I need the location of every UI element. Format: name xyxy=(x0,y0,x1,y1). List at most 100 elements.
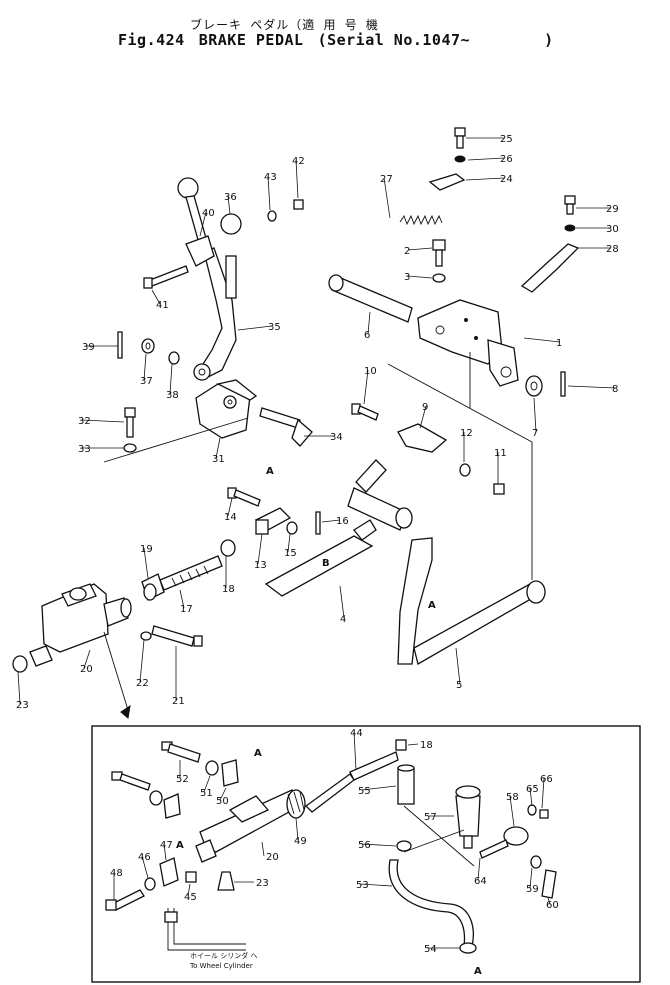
callout-22: 22 xyxy=(136,678,149,689)
callout-40: 40 xyxy=(202,208,215,219)
callout-23-detail: 23 xyxy=(256,878,269,889)
leader-line-49 xyxy=(295,817,299,841)
bolt-10 xyxy=(351,403,379,421)
bolt-41 xyxy=(143,265,189,289)
detail-bolt-64 xyxy=(479,839,509,859)
detail-bolt-left xyxy=(111,771,151,791)
callout-65: 65 xyxy=(526,784,539,795)
callout-4: 4 xyxy=(340,614,346,625)
leader-line-27 xyxy=(383,177,391,219)
callout-60: 60 xyxy=(546,900,559,911)
callout-10: 10 xyxy=(364,366,377,377)
mounting-bracket-1 xyxy=(417,299,519,387)
callout-49: 49 xyxy=(294,836,307,847)
callout-32: 32 xyxy=(78,416,91,427)
callout-64: 64 xyxy=(474,876,487,887)
callout-28: 28 xyxy=(606,244,619,255)
callout-39: 39 xyxy=(82,342,95,353)
detail-bolt-60 xyxy=(541,869,557,899)
washer-33 xyxy=(123,443,137,453)
callout-26: 26 xyxy=(500,154,513,165)
marker-a-upper: A xyxy=(266,466,274,477)
callout-59: 59 xyxy=(526,884,539,895)
leader-line-66 xyxy=(541,777,545,809)
link-28 xyxy=(520,243,580,293)
detail-clamp-54 xyxy=(459,942,477,954)
leader-line-22 xyxy=(139,639,145,683)
leader-line-14 xyxy=(227,497,233,517)
callout-45: 45 xyxy=(184,892,197,903)
callout-42: 42 xyxy=(292,156,305,167)
callout-24: 24 xyxy=(500,174,513,185)
washer-43 xyxy=(267,210,277,222)
leader-line-24 xyxy=(465,177,505,181)
leader-line-35 xyxy=(237,325,273,331)
leader-line-3 xyxy=(407,275,433,279)
callout-3: 3 xyxy=(404,272,410,283)
leader-line-7 xyxy=(533,397,537,433)
detail-hose-53 xyxy=(388,859,474,947)
detail-nut-59 xyxy=(530,855,542,869)
leader-line-9 xyxy=(419,405,427,429)
leader-line-16 xyxy=(321,519,341,523)
callout-33: 33 xyxy=(78,444,91,455)
callout-23: 23 xyxy=(16,700,29,711)
detail-reservoir-57 xyxy=(455,785,481,849)
callout-36: 36 xyxy=(224,192,237,203)
marker-a-detail-3: A xyxy=(474,966,482,977)
leader-line-20 xyxy=(83,649,91,669)
leader-line-55 xyxy=(361,785,397,791)
callout-66: 66 xyxy=(540,774,553,785)
leader-line-1 xyxy=(523,337,561,343)
callout-25: 25 xyxy=(500,134,513,145)
leader-line-36 xyxy=(227,195,231,215)
callout-50: 50 xyxy=(216,796,229,807)
callout-5: 5 xyxy=(456,680,462,691)
callout-35: 35 xyxy=(268,322,281,333)
detail-nut-66 xyxy=(539,809,549,819)
leader-line-64 xyxy=(477,857,481,881)
leader-line-26 xyxy=(467,157,505,161)
leader-line-41 xyxy=(151,289,161,305)
nut-18 xyxy=(220,539,236,557)
detail-band-58 xyxy=(503,826,529,846)
callout-19: 19 xyxy=(140,544,153,555)
detail-bracket-47 xyxy=(159,857,179,887)
master-cylinder-20 xyxy=(29,583,132,667)
leader-line-59 xyxy=(529,867,533,889)
bolt-32 xyxy=(124,407,136,438)
detail-nut-45 xyxy=(185,871,197,883)
leader-line-38 xyxy=(169,363,173,395)
figure-title: BRAKE PEDAL xyxy=(198,31,304,49)
washer-15 xyxy=(286,521,298,535)
callout-21: 21 xyxy=(172,696,185,707)
detail-rod-44 xyxy=(305,751,399,813)
callout-56: 56 xyxy=(358,840,371,851)
callout-46: 46 xyxy=(138,852,151,863)
detail-nut-18 xyxy=(395,739,407,751)
leader-line-47 xyxy=(163,843,167,861)
detail-washer-65 xyxy=(527,804,537,816)
callout-30: 30 xyxy=(606,224,619,235)
figure-number: Fig.424 xyxy=(118,31,185,49)
marker-a-pedal: A xyxy=(428,600,436,611)
leader-line-60 xyxy=(547,897,551,905)
callout-41: 41 xyxy=(156,300,169,311)
leader-line-37 xyxy=(143,353,147,381)
leader-line-13 xyxy=(257,533,263,565)
boot-19 xyxy=(141,573,165,601)
detail-bolt-52 xyxy=(161,741,201,763)
bolt-21 xyxy=(151,625,203,647)
stopper-9 xyxy=(397,423,448,453)
callout-54: 54 xyxy=(424,944,437,955)
callout-6: 6 xyxy=(364,330,370,341)
callout-51: 51 xyxy=(200,788,213,799)
callout-18: 18 xyxy=(222,584,235,595)
washer-26 xyxy=(454,155,466,163)
brake-pedal-4 xyxy=(264,519,377,597)
callout-8: 8 xyxy=(612,384,618,395)
callout-37: 37 xyxy=(140,376,153,387)
callout-17: 17 xyxy=(180,604,193,615)
leader-line-58 xyxy=(509,795,515,827)
callout-29: 29 xyxy=(606,204,619,215)
